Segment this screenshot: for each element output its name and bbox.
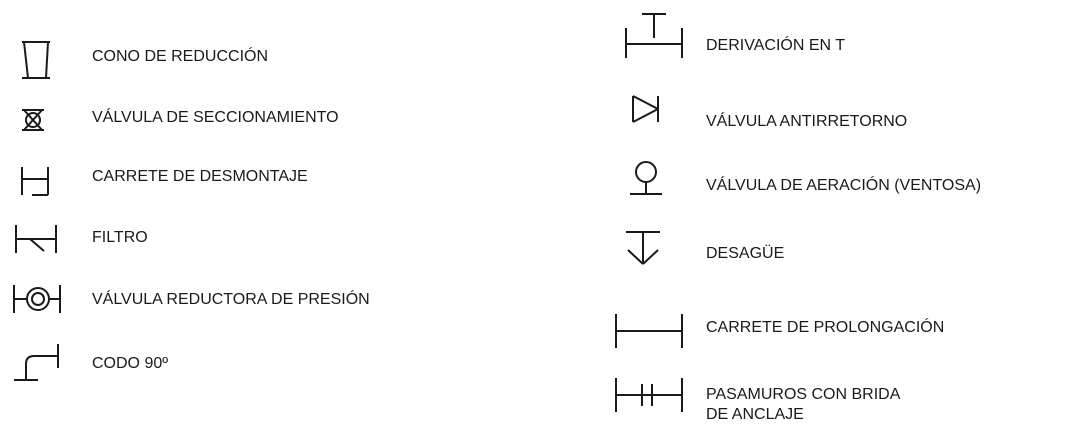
drain-icon <box>622 228 668 268</box>
legend-label-wall-sleeve-line2: DE ANCLAJE <box>706 406 804 423</box>
legend-label-reducer-cone: CONO DE REDUCCIÓN <box>92 48 269 65</box>
pressure-reducing-valve-icon <box>10 283 66 315</box>
legend-label-check-valve: VÁLVULA ANTIRRETORNO <box>706 113 908 130</box>
gate-valve-icon <box>18 108 48 132</box>
legend-label-tee-branch: DERIVACIÓN EN T <box>706 37 845 54</box>
air-valve-icon <box>624 160 668 200</box>
legend-label-gate-valve: VÁLVULA DE SECCIONAMIENTO <box>92 109 339 126</box>
reducer-cone-icon <box>16 40 56 80</box>
legend-label-elbow-90: CODO 90º <box>92 355 169 372</box>
tee-branch-icon <box>624 10 686 60</box>
legend-label-pressure-reducing-valve: VÁLVULA REDUCTORA DE PRESIÓN <box>92 291 370 308</box>
legend-label-dismantling-joint: CARRETE DE DESMONTAJE <box>92 168 308 185</box>
extension-spool-icon <box>614 312 688 350</box>
legend-label-drain: DESAGÜE <box>706 245 785 262</box>
legend-label-extension-spool: CARRETE DE PROLONGACIÓN <box>706 319 945 336</box>
filter-icon <box>12 223 62 255</box>
wall-sleeve-icon <box>614 376 688 414</box>
legend-label-wall-sleeve-line1: PASAMUROS CON BRIDA <box>706 386 901 403</box>
dismantling-joint-icon <box>18 165 54 197</box>
legend-label-air-valve: VÁLVULA DE AERACIÓN (VENTOSA) <box>706 177 982 194</box>
elbow-90-icon <box>12 342 64 386</box>
legend-label-filter: FILTRO <box>92 229 148 246</box>
legend-label-wall-sleeve: PASAMUROS CON BRIDA DE ANCLAJE <box>706 385 900 425</box>
check-valve-icon <box>630 94 662 124</box>
